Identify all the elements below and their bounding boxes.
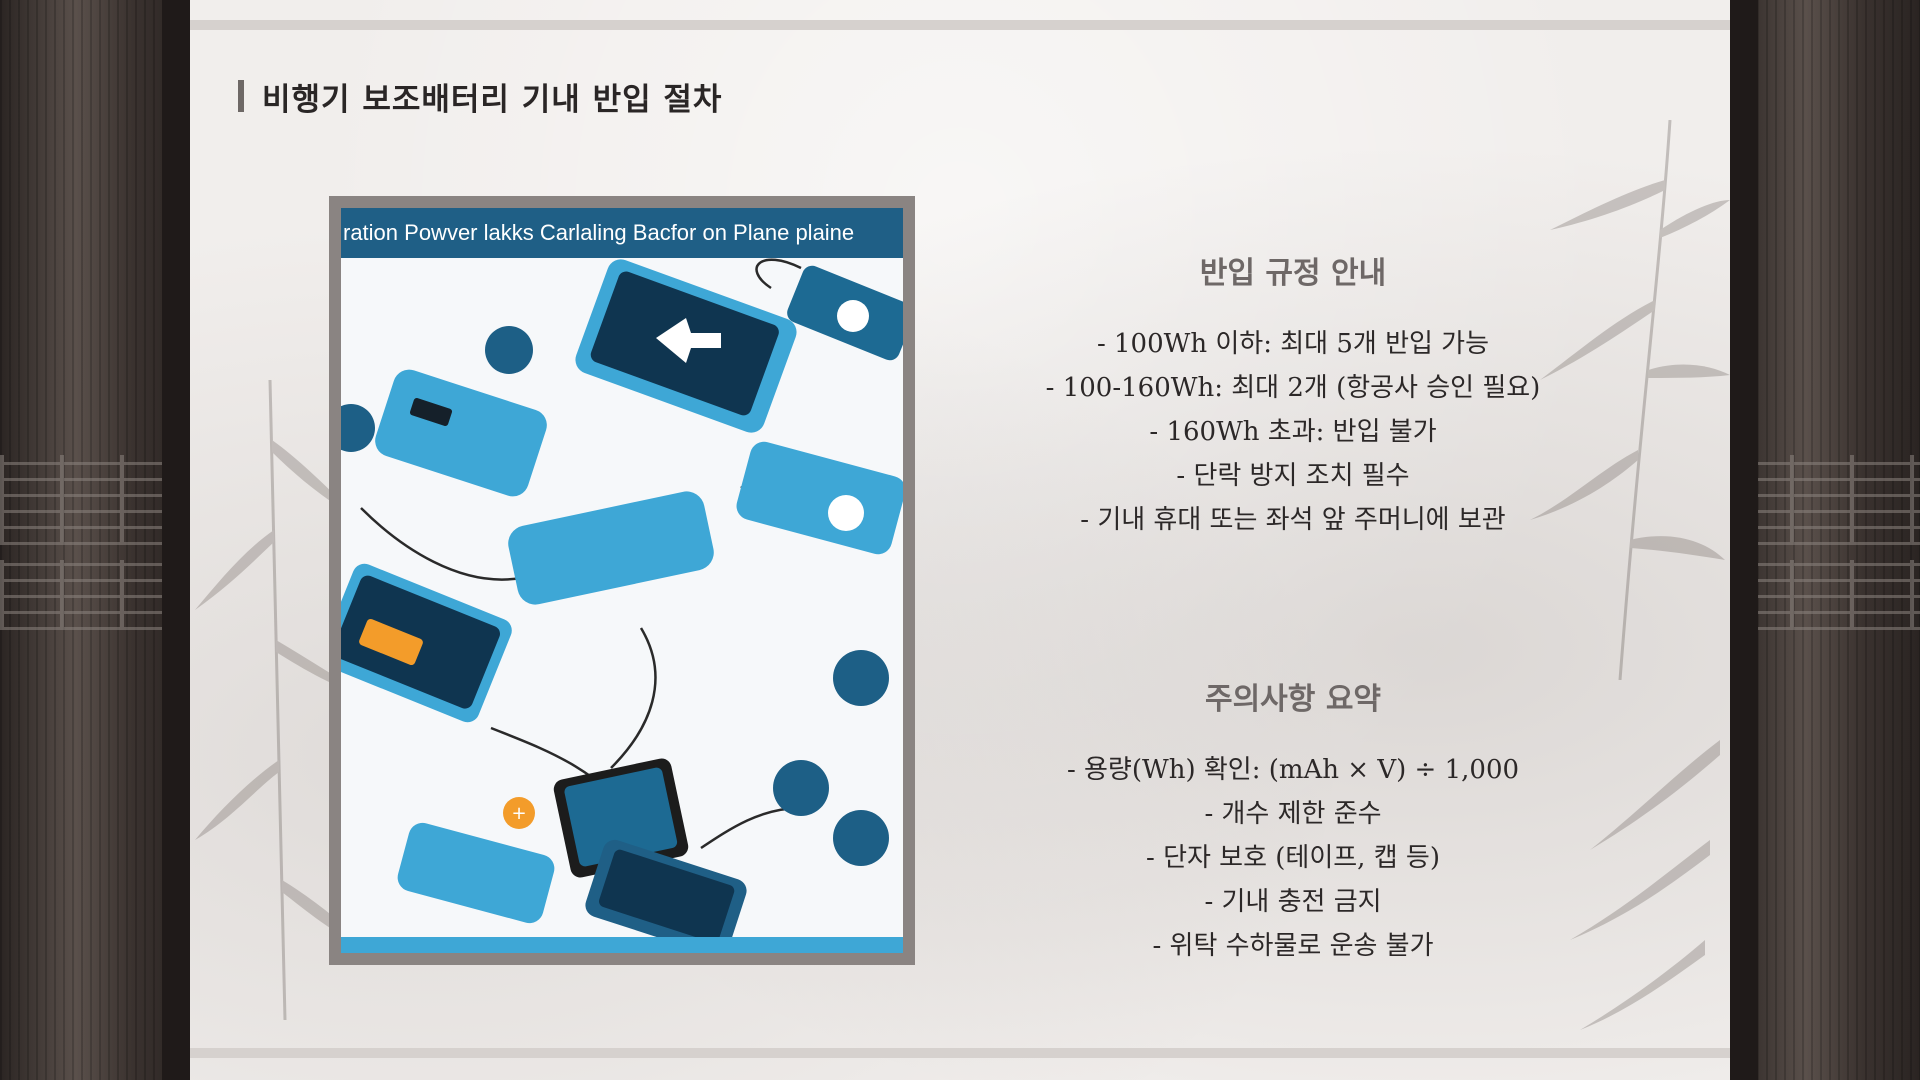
left-wood-frame	[0, 0, 190, 1080]
precaution-item: - 기내 충전 금지	[1204, 887, 1382, 917]
frame-post	[1730, 0, 1758, 1080]
lattice-panel	[0, 455, 190, 545]
regulations-list: - 100Wh 이하: 최대 5개 반입 가능 - 100-160Wh: 최대 …	[1000, 322, 1586, 542]
title-accent-bar	[238, 80, 244, 112]
top-rail	[190, 20, 1730, 30]
bamboo-decoration-icon	[1570, 740, 1720, 1030]
precautions-title: 주의사항 요약	[1204, 682, 1382, 717]
regulation-item: - 단락 방지 조치 필수	[1176, 461, 1410, 491]
regulation-item: - 100-160Wh: 최대 2개 (항공사 승인 필요)	[1045, 373, 1541, 403]
infographic-footer	[341, 937, 903, 953]
frame-post	[162, 0, 190, 1080]
regulation-item: - 160Wh 초과: 반입 불가	[1149, 417, 1437, 447]
lattice-panel	[0, 560, 190, 630]
precaution-item: - 개수 제한 준수	[1204, 799, 1382, 829]
svg-text:+: +	[511, 803, 526, 824]
precaution-item: - 단자 보호 (테이프, 캡 등)	[1146, 843, 1440, 873]
right-wood-frame	[1730, 0, 1920, 1080]
regulation-item: - 기내 휴대 또는 좌석 앞 주머니에 보관	[1080, 505, 1506, 535]
regulations-title: 반입 규정 안내	[1199, 256, 1387, 291]
bottom-rail	[190, 1048, 1730, 1058]
infographic-illustration: +	[341, 258, 903, 953]
precaution-item: - 용량(Wh) 확인: (mAh × V) ÷ 1,000	[1066, 755, 1520, 785]
regulation-item: - 100Wh 이하: 최대 5개 반입 가능	[1096, 329, 1490, 359]
lattice-panel	[1730, 560, 1920, 630]
lattice-panel	[1730, 455, 1920, 545]
infographic-header: ration Powver lakks Carlaling Bacfor on …	[341, 208, 903, 258]
power-bank-infographic-image: ration Powver lakks Carlaling Bacfor on …	[329, 196, 915, 965]
precaution-item: - 위탁 수하물로 운송 불가	[1152, 931, 1434, 961]
precautions-list: - 용량(Wh) 확인: (mAh × V) ÷ 1,000 - 개수 제한 준…	[1000, 748, 1586, 968]
bamboo-decoration-icon	[1530, 120, 1730, 680]
infographic-canvas: ration Powver lakks Carlaling Bacfor on …	[341, 208, 903, 953]
phone-illustration	[575, 259, 797, 433]
page-title: 비행기 보조배터리 기내 반입 절차	[262, 82, 723, 118]
